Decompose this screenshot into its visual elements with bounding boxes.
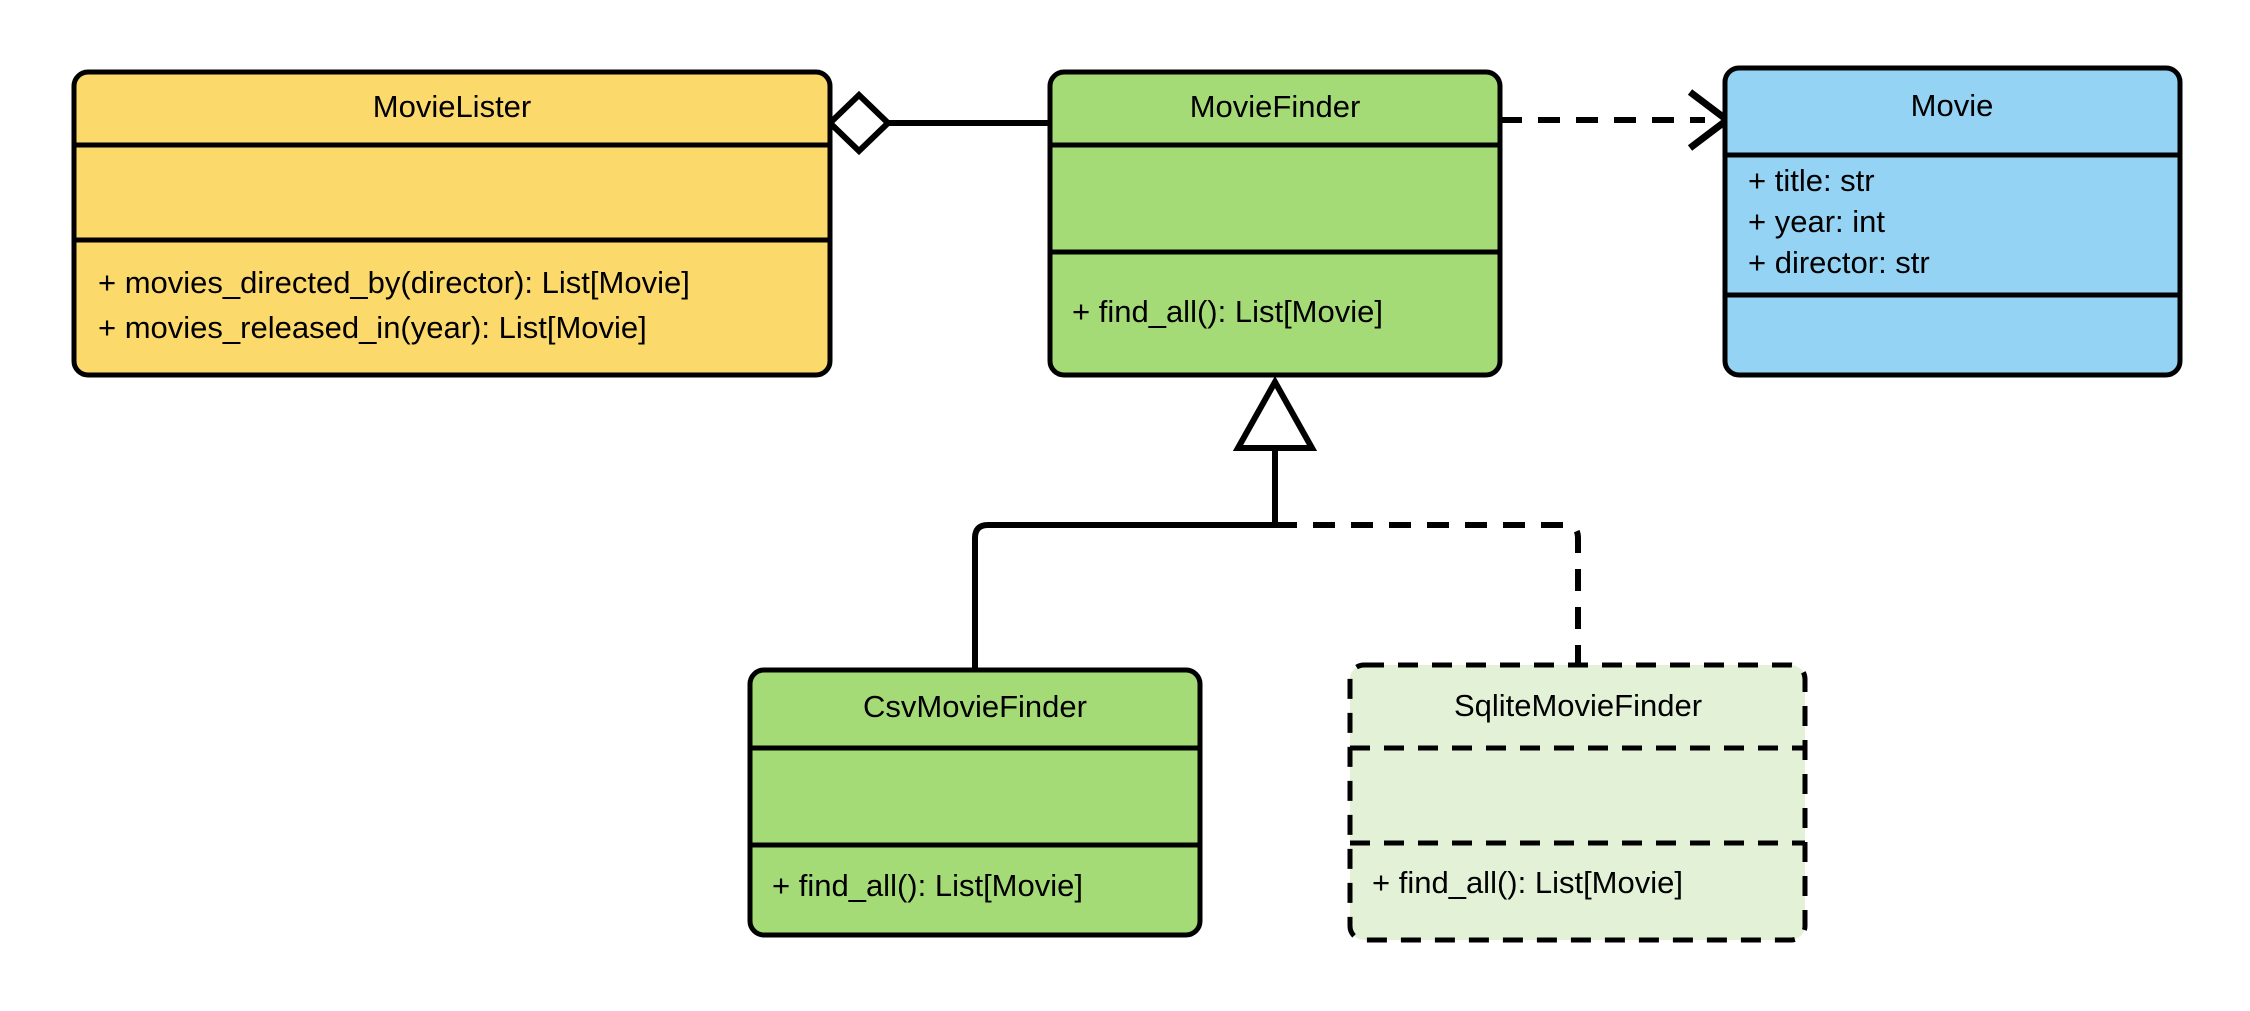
hollow-diamond-marker	[825, 90, 893, 156]
sqlite-movie-finder-method-0: + find_all(): List[Movie]	[1372, 865, 1683, 900]
movie-finder-body	[1047, 69, 1503, 378]
movie-finder-method-0: + find_all(): List[Movie]	[1072, 294, 1383, 329]
relationship-aggregation-lister-finder[interactable]	[825, 90, 1050, 156]
movie-attribute-2: + director: str	[1748, 245, 1930, 280]
csv-movie-finder-name: CsvMovieFinder	[863, 689, 1087, 724]
movie-lister-method-1: + movies_released_in(year): List[Movie]	[98, 310, 647, 345]
sqlite-movie-finder-name: SqliteMovieFinder	[1454, 688, 1702, 723]
csv-movie-finder-method-0: + find_all(): List[Movie]	[772, 868, 1083, 903]
class-box-movie[interactable]: Movie + title: str + year: int + directo…	[1722, 65, 2183, 378]
movie-lister-body	[71, 69, 833, 378]
movie-finder-name: MovieFinder	[1190, 89, 1361, 124]
movie-attribute-0: + title: str	[1748, 163, 1875, 198]
generalization-branch-sqlite	[1275, 522, 1581, 665]
class-box-movie-lister[interactable]: MovieLister + movies_directed_by(directo…	[71, 69, 833, 378]
class-box-movie-finder[interactable]: MovieFinder + find_all(): List[Movie]	[1047, 69, 1503, 378]
csv-movie-finder-body	[747, 667, 1203, 938]
movie-name: Movie	[1911, 88, 1994, 123]
class-box-csv-movie-finder[interactable]: CsvMovieFinder + find_all(): List[Movie]	[747, 667, 1203, 938]
generalization-branch-csv	[972, 522, 1275, 670]
relationship-generalization-group[interactable]	[972, 375, 1581, 670]
class-box-sqlite-movie-finder[interactable]: SqliteMovieFinder + find_all(): List[Mov…	[1347, 662, 1808, 943]
movie-lister-name: MovieLister	[373, 89, 532, 124]
movie-attribute-1: + year: int	[1748, 204, 1885, 239]
movie-lister-method-0: + movies_directed_by(director): List[Mov…	[98, 265, 690, 300]
movie-body	[1722, 65, 2183, 378]
sqlite-movie-finder-body	[1347, 662, 1808, 943]
